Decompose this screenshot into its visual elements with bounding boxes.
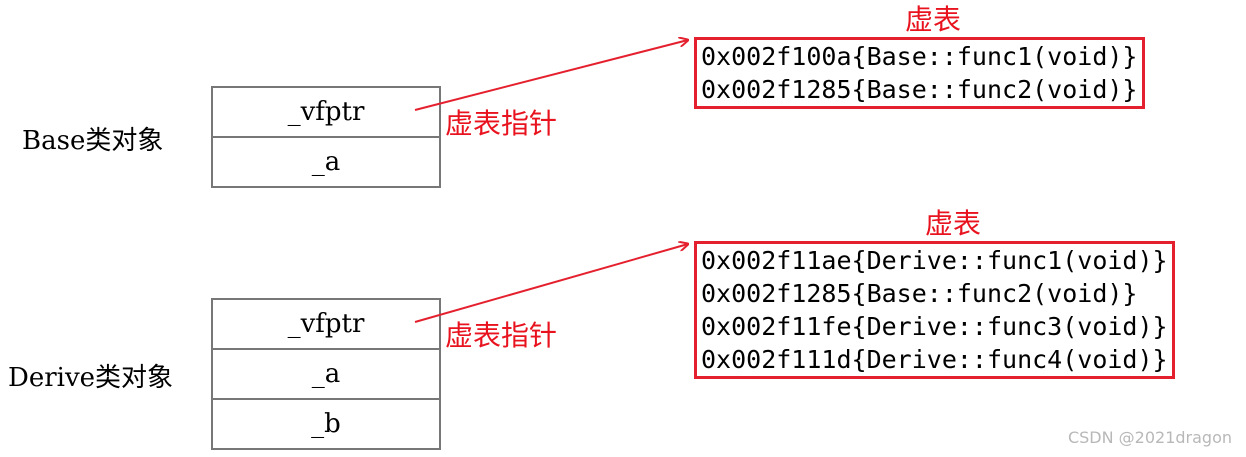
watermark: CSDN @2021dragon — [1067, 428, 1232, 447]
derive-vfptr-arrow — [414, 244, 688, 323]
base-object-layout: _vfptr _a — [211, 86, 441, 188]
base-a-field: _a — [213, 136, 439, 186]
vtable-entry: 0x002f1285{Base::func2(void)} — [701, 75, 1138, 104]
base-vfptr-field: _vfptr — [287, 97, 365, 127]
derive-object-label: Derive类对象 — [8, 363, 174, 393]
derive-vtable: 0x002f11ae{Derive::func1(void)} 0x002f12… — [694, 241, 1175, 379]
derive-vtable-pointer-label: 虚表指针 — [445, 319, 558, 352]
derive-b-field: _b — [213, 398, 439, 448]
base-vtable-pointer-label: 虚表指针 — [445, 107, 558, 140]
vtable-entry: 0x002f111d{Derive::func4(void)} — [701, 345, 1168, 374]
derive-object-layout: _vfptr _a _b — [211, 298, 441, 450]
base-vtable: 0x002f100a{Base::func1(void)} 0x002f1285… — [694, 37, 1145, 109]
derive-a-field: _a — [213, 348, 439, 398]
base-object-label: Base类对象 — [22, 126, 164, 156]
vtable-entry: 0x002f11ae{Derive::func1(void)} — [701, 246, 1168, 275]
vtable-entry: 0x002f1285{Base::func2(void)} — [701, 279, 1138, 308]
base-vfptr-arrow — [414, 40, 688, 111]
base-vtable-title: 虚表 — [905, 3, 962, 36]
derive-vfptr-field: _vfptr — [287, 309, 365, 339]
derive-vtable-title: 虚表 — [925, 207, 982, 240]
vtable-entry: 0x002f100a{Base::func1(void)} — [701, 42, 1138, 71]
vtable-entry: 0x002f11fe{Derive::func3(void)} — [701, 312, 1168, 341]
